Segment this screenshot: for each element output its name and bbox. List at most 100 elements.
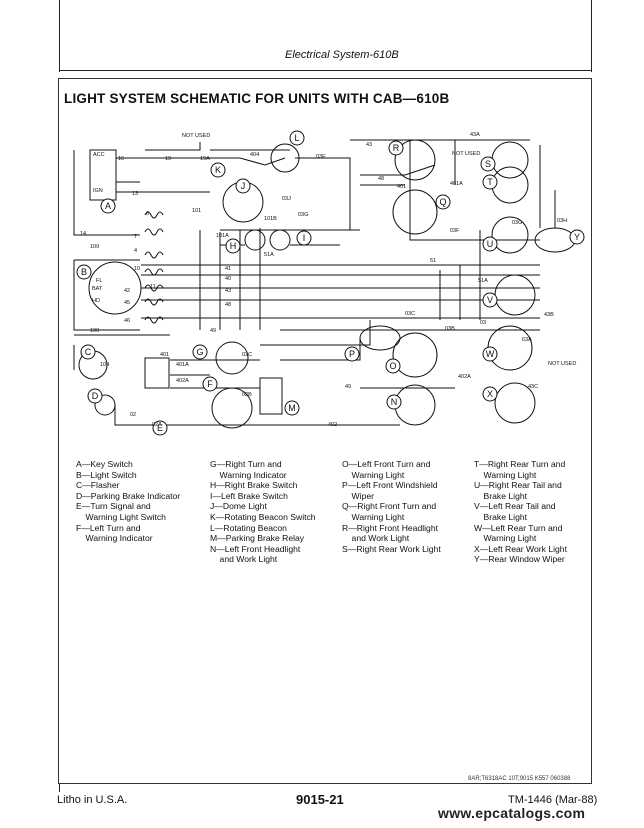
legend-item: L—Rotating Beacon xyxy=(210,522,287,533)
header-rule xyxy=(59,70,592,71)
letter-P: P xyxy=(349,349,355,359)
legend-item: J—Dome Light xyxy=(210,501,267,512)
svg-text:11: 11 xyxy=(150,284,156,290)
right-rear-tail xyxy=(491,216,529,254)
letter-X: X xyxy=(487,389,493,399)
svg-text:101A: 101A xyxy=(216,233,229,239)
legend-col-4: T—Right Rear Turn and Warning Light U—Ri… xyxy=(474,459,567,565)
right-front-headlight xyxy=(394,139,436,181)
page-number: 9015-21 xyxy=(296,792,344,807)
letter-N: N xyxy=(391,397,398,407)
svg-text:402A: 402A xyxy=(176,378,189,384)
legend-item: K—Rotating Beacon Switch xyxy=(210,511,316,522)
svg-text:402: 402 xyxy=(328,422,337,428)
svg-text:6: 6 xyxy=(146,211,149,217)
svg-text:03C: 03C xyxy=(405,311,415,317)
left-rear-work xyxy=(494,382,536,424)
legend-item: Warning Indicator xyxy=(76,533,153,544)
letter-M: M xyxy=(288,403,296,413)
svg-text:13: 13 xyxy=(132,191,138,197)
letter-S: S xyxy=(485,159,491,169)
svg-text:51A: 51A xyxy=(478,278,488,284)
svg-text:109: 109 xyxy=(90,244,99,250)
letter-Q: Q xyxy=(439,197,446,207)
bat-label: BAT xyxy=(92,286,103,292)
legend-item: Warning Light xyxy=(342,469,405,480)
svg-text:03J: 03J xyxy=(282,196,291,202)
svg-text:03B: 03B xyxy=(445,326,455,332)
hd-label: HD xyxy=(92,298,100,304)
svg-text:02B: 02B xyxy=(242,392,252,398)
left-front-headlight xyxy=(394,384,436,426)
svg-text:401A: 401A xyxy=(176,362,189,368)
legend-item: Warning Light xyxy=(342,511,405,522)
letter-H: H xyxy=(230,241,237,251)
not-used-top: NOT USED xyxy=(182,133,210,139)
legend-item: T—Right Rear Turn and xyxy=(474,459,566,469)
svg-text:19A: 19A xyxy=(200,156,210,162)
legend-item: B—Light Switch xyxy=(76,469,137,480)
acc-label: ACC xyxy=(93,152,105,158)
svg-text:404: 404 xyxy=(250,152,259,158)
legend-item: M—Parking Brake Relay xyxy=(210,533,305,544)
legend-col-3: O—Left Front Turn and Warning Light P—Le… xyxy=(342,459,441,554)
legend-item: W—Left Rear Turn and xyxy=(474,522,563,533)
svg-text:03F: 03F xyxy=(450,228,460,234)
legend-item: G—Right Turn and xyxy=(210,459,282,469)
page-header-title: Electrical System-610B xyxy=(285,49,399,61)
left-front-turn xyxy=(392,332,438,378)
svg-text:45: 45 xyxy=(124,300,130,306)
svg-text:43: 43 xyxy=(225,288,231,294)
svg-text:14: 14 xyxy=(80,231,86,237)
svg-text:43C: 43C xyxy=(528,384,538,390)
reference-code: 8AR;T6318AC 10T;9015 K557 060388 xyxy=(468,776,571,782)
svg-text:03H: 03H xyxy=(557,218,567,224)
svg-text:48: 48 xyxy=(378,176,384,182)
legend-item: D—Parking Brake Indicator xyxy=(76,490,181,501)
legend-item: O—Left Front Turn and xyxy=(342,459,431,469)
legend-col-2: G—Right Turn and Warning Indicator H—Rig… xyxy=(210,459,316,565)
svg-text:03G: 03G xyxy=(298,212,308,218)
svg-text:43A: 43A xyxy=(470,132,480,138)
footer-left-tick xyxy=(59,784,60,792)
svg-text:41: 41 xyxy=(225,266,231,272)
not-used-right: NOT USED xyxy=(452,151,480,157)
svg-text:03: 03 xyxy=(480,320,486,326)
svg-text:51: 51 xyxy=(430,258,436,264)
svg-text:10: 10 xyxy=(134,266,140,272)
svg-text:46: 46 xyxy=(124,318,130,324)
svg-text:401A: 401A xyxy=(450,181,463,187)
legend-item: E—Turn Signal and xyxy=(76,501,151,512)
legend-item: A—Key Switch xyxy=(76,459,133,469)
svg-text:03G: 03G xyxy=(512,220,522,226)
key-switch-box xyxy=(89,149,117,201)
legend-item: F—Left Turn and xyxy=(76,522,141,533)
legend-item: Warning Light xyxy=(474,533,537,544)
legend-item: Y—Rear Window Wiper xyxy=(474,554,565,565)
turn-signal-switch xyxy=(144,357,170,389)
letter-K: K xyxy=(215,165,221,175)
svg-text:101: 101 xyxy=(192,208,201,214)
legend-item: N—Left Front Headlight xyxy=(210,543,301,554)
legend-item: Wiper xyxy=(342,490,374,501)
legend-item: V—Left Rear Tail and xyxy=(474,501,556,512)
legend-item: H—Right Brake Switch xyxy=(210,480,298,491)
legend-item: Q—Right Front Turn and xyxy=(342,501,437,512)
right-front-turn xyxy=(392,189,438,235)
svg-text:40: 40 xyxy=(225,276,231,282)
wiring-schematic: A B C D E F G H I J K L M N O P Q R S T … xyxy=(73,130,585,436)
legend-item: Warning Light Switch xyxy=(76,511,166,522)
legend-item: and Work Light xyxy=(342,533,410,544)
fl-label: FL xyxy=(96,278,102,284)
svg-text:49: 49 xyxy=(210,328,216,334)
not-used-lower: NOT USED xyxy=(548,361,576,367)
schematic-frame xyxy=(58,78,592,784)
letter-U: U xyxy=(487,239,494,249)
legend-item: Warning Light xyxy=(474,469,537,480)
legend-item: P—Left Front Windshield xyxy=(342,480,438,491)
svg-text:02: 02 xyxy=(130,412,136,418)
svg-text:51A: 51A xyxy=(264,252,274,258)
svg-text:02A: 02A xyxy=(152,422,162,428)
letter-B: B xyxy=(81,267,87,277)
svg-text:43: 43 xyxy=(366,142,372,148)
